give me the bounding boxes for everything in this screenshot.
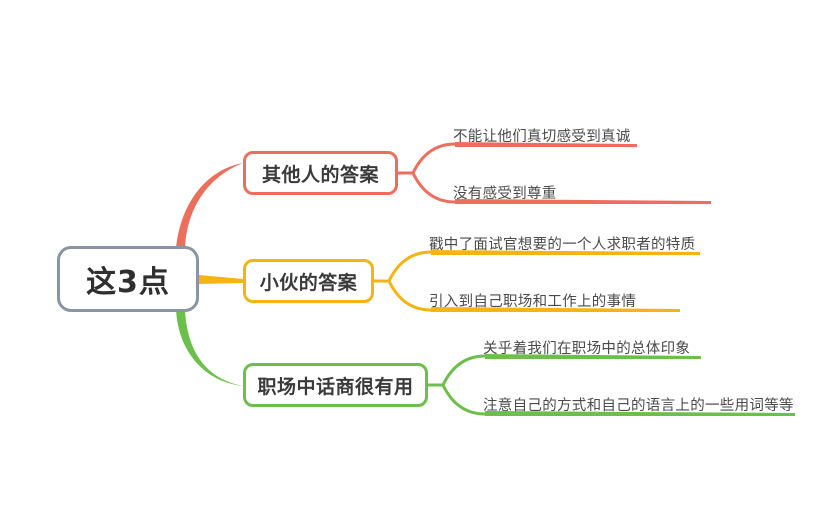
fork-branch-3 [426, 354, 502, 416]
leaf-underline-1-2 [455, 199, 711, 204]
branch-node-young-mans-answer[interactable]: 小伙的答案 [243, 259, 374, 303]
leaf-underline-2-1 [431, 250, 700, 255]
leaf-label-2-1[interactable]: 戳中了面试官想要的一个人求职者的特质 [429, 237, 696, 253]
leaf-underline-3-2 [485, 411, 795, 416]
branch-node-workplace-speech-useful[interactable]: 职场中话商很有用 [243, 363, 428, 407]
root-node[interactable]: 这3点 [57, 246, 199, 312]
leaf-label-1-2[interactable]: 没有感受到尊重 [453, 186, 557, 202]
connector-root-to-branch-3 [176, 309, 243, 386]
leaf-underline-3-1 [485, 354, 701, 359]
connector-root-to-branch-1 [176, 163, 243, 250]
connector-root-to-branch-2 [199, 275, 243, 284]
fork-branch-2 [372, 250, 448, 312]
leaf-underline-1-1 [455, 142, 637, 147]
leaf-label-3-1[interactable]: 关乎着我们在职场中的总体印象 [483, 341, 691, 357]
leaf-label-2-2[interactable]: 引入到自己职场和工作上的事情 [429, 294, 637, 310]
fork-branch-1 [396, 142, 472, 204]
leaf-label-1-1[interactable]: 不能让他们真切感受到真诚 [453, 129, 631, 145]
leaf-label-3-2[interactable]: 注意自己的方式和自己的语言上的一些用词等等 [483, 398, 794, 414]
branch-node-other-peoples-answer[interactable]: 其他人的答案 [243, 151, 398, 195]
leaf-underline-2-2 [431, 307, 680, 312]
